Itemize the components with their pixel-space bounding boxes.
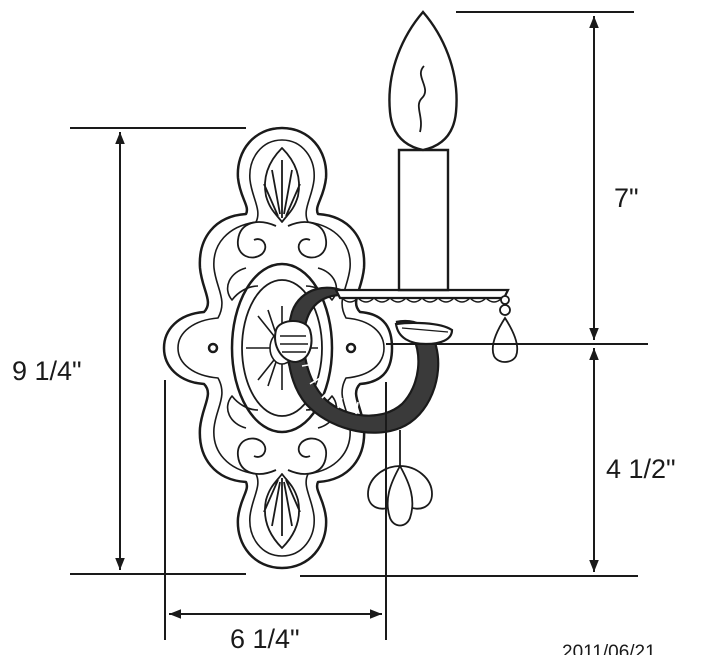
top-height-label: 7" (614, 183, 639, 213)
overall-height-label: 9 1/4" (12, 356, 82, 386)
arm-knot (274, 320, 313, 364)
top-scroll-left (237, 221, 277, 259)
top-side-leaf-left (226, 267, 259, 301)
bottom-scroll-left (237, 437, 277, 475)
bottom-height-label: 4 1/2" (606, 454, 676, 484)
top-scroll-right (287, 221, 327, 259)
backplate (162, 126, 394, 570)
date-stamp: 2011/06/21 (562, 642, 656, 655)
crystal-drop-center (367, 430, 433, 527)
candle (388, 10, 458, 292)
candle-cup (394, 321, 454, 346)
medallion-outer (230, 262, 334, 434)
extension-label: 6 1/4" (230, 624, 300, 654)
bottom-palmette (263, 473, 301, 549)
arm-curve (286, 286, 440, 434)
bottom-scroll-right (287, 437, 327, 475)
bottom-side-leaf-left (226, 395, 259, 429)
crystal-drop-right (491, 295, 519, 363)
medallion-ring (241, 279, 323, 417)
mount-hole-right (345, 342, 357, 354)
bulb-filament (417, 65, 427, 133)
bobeche-bead-row (341, 297, 503, 303)
mount-hole-left (207, 342, 219, 354)
backplate-inner-outline (177, 139, 385, 557)
bobeche (334, 288, 510, 346)
top-palmette (263, 147, 301, 223)
backplate-outline (162, 126, 394, 570)
candle-sleeve (397, 148, 450, 292)
dimension-lines (70, 11, 648, 640)
top-side-leaf-right (305, 267, 338, 301)
